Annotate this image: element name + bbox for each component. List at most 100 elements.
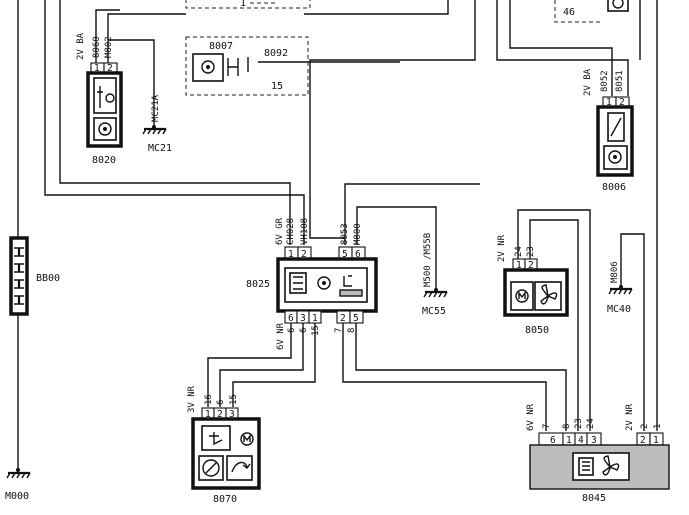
8025-top-pin-2: 2	[301, 249, 307, 260]
8070-actuator-box	[201, 425, 231, 451]
8070-wire-15: 15	[229, 394, 239, 405]
wire-m802	[107, 13, 186, 64]
8025-wire-ch028: CH028	[286, 218, 296, 245]
8007-switch-icon	[227, 58, 239, 76]
top-right-connector-box	[554, 0, 600, 23]
wire-8050-24	[517, 209, 591, 431]
wire-8092-route	[309, 0, 476, 239]
8070-motor-icon	[240, 432, 254, 446]
top-connector-box	[185, 0, 311, 9]
battery-label: BB00	[36, 273, 60, 284]
8025-top-supply: 6V GR	[275, 217, 285, 245]
8050-pin-2: 2	[528, 260, 534, 271]
wire-8045-pin6	[342, 323, 547, 431]
8050-pin-1: 1	[516, 260, 522, 271]
8025-top-pin-6: 6	[355, 249, 361, 260]
8020-supply: 2V BA	[76, 32, 86, 60]
8025-label: 8025	[246, 279, 270, 290]
8020-label: 8020	[92, 155, 116, 166]
wire-8025-pin2	[44, 0, 305, 245]
wire-8070-pin2	[219, 323, 304, 407]
8007-gear-icon	[201, 60, 215, 74]
8070-supply: 3V NR	[187, 385, 197, 413]
8025-top-pin-5: 5	[342, 249, 348, 260]
8006-gear-center	[613, 155, 617, 159]
battery-bb00	[9, 236, 29, 316]
8007-dashed-box	[185, 36, 309, 96]
8045-wire-7: 7	[542, 424, 552, 429]
8070-wire-16: 16	[204, 394, 214, 405]
wire-top-mid	[304, 0, 449, 15]
8025-wire-8: 8	[347, 328, 357, 333]
8045-pin-3: 3	[591, 435, 597, 446]
8006-label: 8006	[602, 182, 626, 193]
8045-right-supply: 2V NR	[625, 403, 635, 431]
8045-wire-1: 1	[653, 424, 663, 429]
8025-bottom-supply: 6V NR	[276, 322, 286, 350]
8050-motor-m	[518, 290, 526, 299]
8006-pin-2: 2	[619, 97, 625, 108]
8025-chip-lines	[293, 276, 303, 290]
8006-supply: 2V BA	[583, 68, 593, 96]
wire-8060	[95, 9, 120, 64]
wire-m800	[356, 206, 437, 290]
8025-wire-6a: 6	[287, 328, 297, 333]
mc40-label: MC40	[607, 304, 631, 315]
top-right-component	[607, 0, 629, 12]
8070-recirc-box	[226, 455, 253, 481]
top-pin-1: 1	[240, 0, 246, 9]
8007-label: 8007	[209, 41, 233, 52]
8050-supply: 2V NR	[497, 234, 507, 262]
8025-bot-pin-6: 6	[288, 313, 294, 324]
8070-pin-3: 3	[229, 409, 235, 420]
8020-wire-m802: M802	[104, 36, 114, 58]
wire-8025-pin1	[59, 0, 291, 245]
8070-motor-m	[243, 433, 251, 442]
8070-pin-2: 2	[217, 409, 223, 420]
m000-label: M000	[5, 491, 29, 502]
m000-hatch	[6, 472, 31, 479]
8020-pin-1: 1	[94, 63, 100, 74]
8007-note: 15	[271, 81, 283, 92]
8006-resistor-icon	[610, 117, 622, 137]
8025-display-bar	[339, 289, 363, 297]
mc21-wire: MC21A	[151, 94, 161, 122]
wire-8070-pin1	[207, 323, 292, 407]
8025-gear-center	[322, 281, 326, 285]
8070-label: 8070	[213, 494, 237, 505]
8045-label: 8045	[582, 493, 606, 504]
mc40-hatch	[608, 288, 633, 295]
8045-wire-8: 8	[562, 424, 572, 429]
8007-wire-8092: 8092	[264, 48, 288, 59]
8045-fan-icon	[602, 455, 620, 476]
8070-recirc-icon	[231, 461, 251, 473]
mc21-label: MC21	[148, 143, 172, 154]
wire-8070-pin3	[232, 323, 316, 407]
8025-bot-pin-3: 3	[300, 313, 306, 324]
8025-top-pin-1: 1	[288, 249, 294, 260]
8006-wire-8051: 8051	[615, 70, 625, 92]
8025-wire-m800: M800	[353, 223, 363, 245]
8025-gear-icon	[317, 276, 331, 290]
8025-bot-pin-5: 5	[353, 313, 359, 324]
mc55-wire: M500 /M55B	[423, 233, 433, 287]
8045-pin-1r: 1	[653, 435, 659, 446]
8020-diode-icon	[97, 86, 103, 108]
8025-wire-15: 15	[311, 325, 321, 336]
8050-fan-icon	[540, 284, 558, 305]
mc40-wire: M806	[610, 261, 620, 283]
8050-motor-icon	[515, 289, 529, 303]
8045-pin-6: 6	[550, 435, 556, 446]
8045-chip-lines	[582, 461, 590, 471]
8045-pin-2r: 2	[640, 435, 646, 446]
wire-mc21a	[108, 39, 155, 126]
8006-gear-icon	[608, 150, 622, 164]
wire-8045-pin1	[355, 323, 567, 431]
8006-pin-1: 1	[606, 97, 612, 108]
8025-wire-7: 7	[334, 328, 344, 333]
wire-8053	[344, 183, 480, 245]
8070-gauge-icon	[202, 459, 220, 477]
8025-bot-pin-1: 1	[312, 313, 318, 324]
8020-gear-icon	[98, 122, 112, 136]
8045-pin-4: 4	[578, 435, 584, 446]
